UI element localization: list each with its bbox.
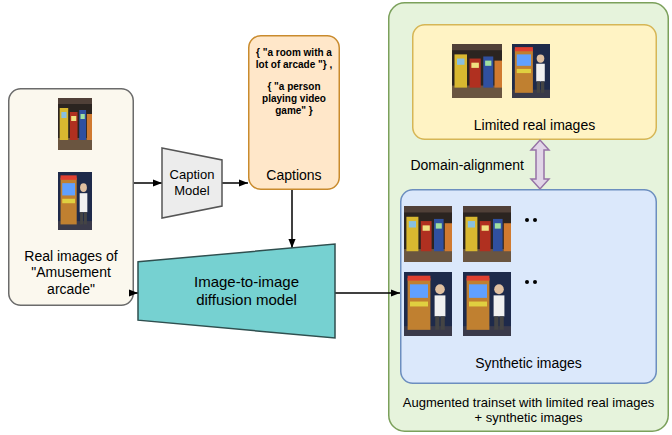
flow-arrow bbox=[291, 190, 293, 248]
alignment-arrow bbox=[531, 140, 549, 189]
node-text: Limited real images bbox=[474, 117, 595, 134]
caption-box-fill bbox=[249, 36, 340, 190]
model-trapezoid: Image-to-image diffusion model bbox=[138, 244, 335, 338]
real-photo bbox=[58, 172, 92, 230]
node-text: Synthetic images bbox=[475, 355, 582, 372]
node-text: { "a room with a lot of arcade "} , bbox=[252, 47, 336, 71]
edge-label: Domain-alignment bbox=[408, 157, 526, 173]
real-set-box-fill bbox=[413, 25, 657, 140]
model-trapezoid: Caption Model bbox=[162, 148, 222, 218]
flow-arrow bbox=[222, 182, 248, 184]
synthetic-photo bbox=[404, 272, 452, 336]
real-photo bbox=[452, 44, 502, 98]
synthetic-photo bbox=[463, 206, 511, 262]
real-photo bbox=[58, 98, 92, 150]
ellipsis-dots bbox=[525, 218, 537, 284]
synthetic-set-box: Synthetic images bbox=[400, 189, 657, 384]
shape-fill bbox=[138, 244, 335, 338]
synthetic-photo bbox=[404, 206, 452, 262]
node-text: Real images of "Amusement arcade" bbox=[16, 248, 126, 298]
node-text: Augmented trainset with limited real ima… bbox=[398, 395, 659, 426]
input-panel-fill bbox=[9, 89, 134, 306]
trainset-panel: Augmented trainset with limited real ima… bbox=[388, 2, 669, 432]
shape-fill bbox=[162, 148, 222, 218]
flow-arrow bbox=[134, 182, 162, 184]
synthetic-photo bbox=[463, 272, 511, 336]
synthetic-set-box-fill bbox=[401, 190, 657, 384]
node-text: Image-to-image diffusion model bbox=[146, 273, 327, 309]
node-text: { "a person playing video game" } bbox=[252, 81, 336, 117]
input-panel: Real images of "Amusement arcade" bbox=[8, 88, 134, 306]
real-photo bbox=[512, 44, 550, 98]
real-set-box: Limited real images bbox=[412, 24, 657, 140]
trainset-panel-fill bbox=[389, 3, 669, 432]
caption-box: { "a room with a lot of arcade "} , { "a … bbox=[248, 35, 340, 190]
node-text: Caption Model bbox=[164, 167, 220, 198]
node-text: Captions bbox=[266, 167, 321, 184]
flow-arrow bbox=[335, 292, 400, 294]
